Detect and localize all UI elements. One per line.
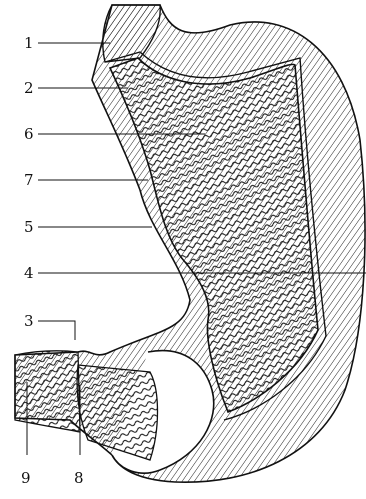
label-9: 9 bbox=[21, 470, 31, 486]
label-5: 5 bbox=[24, 219, 34, 235]
label-6: 6 bbox=[24, 126, 34, 142]
label-3: 3 bbox=[24, 313, 34, 329]
label-2: 2 bbox=[24, 80, 34, 96]
pyloric-canal bbox=[77, 365, 157, 460]
label-8: 8 bbox=[74, 470, 84, 486]
duodenum-tube bbox=[15, 351, 80, 432]
label-4: 4 bbox=[24, 265, 34, 281]
label-7: 7 bbox=[24, 172, 34, 188]
label-1: 1 bbox=[24, 35, 34, 51]
